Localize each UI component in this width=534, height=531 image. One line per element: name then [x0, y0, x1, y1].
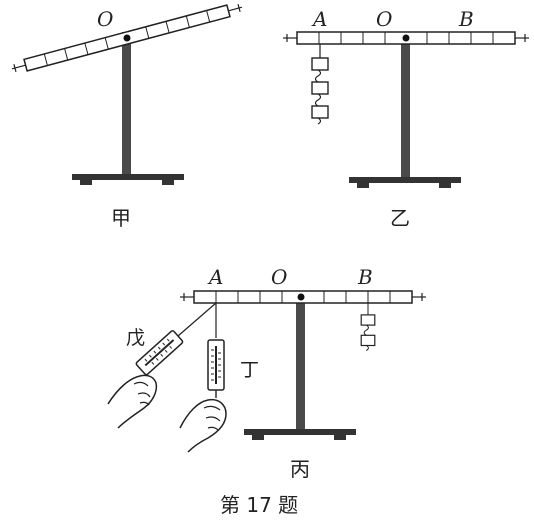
label-spring-scale-ding: 丁	[240, 359, 259, 381]
support-base	[72, 174, 184, 180]
pivot-point	[297, 293, 305, 301]
hanging-weights	[360, 303, 376, 352]
caption-yi: 乙	[390, 206, 410, 230]
lever-bing: A O B 戊 丁 丙	[107, 265, 426, 481]
hand-icon	[107, 374, 158, 429]
support-post	[122, 32, 131, 177]
lever-yi: A O B 乙	[283, 7, 529, 230]
point-label-a: A	[311, 7, 327, 31]
support-base	[244, 429, 356, 435]
spring-scale-ding	[207, 339, 225, 398]
point-label-a: A	[207, 265, 223, 289]
string-wu	[177, 302, 217, 337]
caption-jia: 甲	[111, 206, 131, 230]
hand-icon	[179, 398, 227, 453]
point-label-b: B	[458, 7, 474, 31]
pivot-label-o: O	[271, 265, 287, 289]
hanging-weights	[311, 43, 329, 125]
pivot-label-o: O	[376, 7, 392, 31]
question-caption: 第 17 题	[220, 493, 298, 517]
caption-bing: 丙	[290, 457, 310, 481]
support-base	[349, 177, 461, 183]
pivot-label-o: O	[97, 7, 113, 31]
label-spring-scale-wu: 戊	[126, 327, 145, 349]
lever-jia: O 甲	[11, 3, 243, 230]
pivot-point	[123, 34, 131, 42]
pivot-point	[402, 34, 410, 42]
support-post	[401, 36, 410, 180]
support-post	[296, 300, 305, 432]
point-label-b: B	[357, 265, 373, 289]
